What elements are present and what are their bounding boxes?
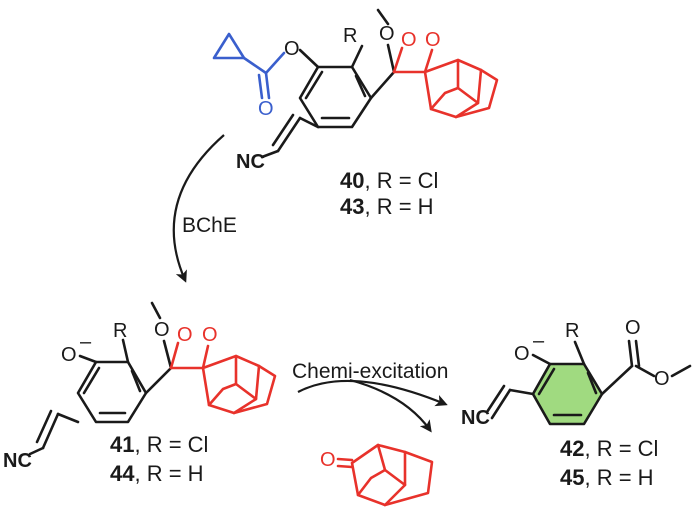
- dioxetane-adamantane-top: O O: [392, 29, 499, 119]
- nitrile-label: NC: [3, 450, 32, 472]
- phenolate-oxygen: O: [61, 344, 77, 366]
- negative-charge: –: [80, 331, 92, 353]
- chemiexcitation-arrow: [297, 379, 448, 407]
- peroxide-o1: O: [177, 324, 193, 346]
- carbonyl-oxygen: O: [625, 317, 641, 339]
- compound-42-45-structure: R O – O O NC: [461, 317, 692, 429]
- methoxy-oxygen-label: O: [154, 319, 170, 341]
- byproduct-arrow: [349, 378, 432, 433]
- bche-reaction-arrow: [172, 134, 225, 283]
- methoxy-oxygen-label: O: [379, 23, 395, 45]
- adamantanone-structure: O: [320, 443, 434, 507]
- ester-oxygen-label: O: [284, 38, 300, 60]
- peroxide-o2: O: [425, 29, 441, 51]
- chemiexcitation-label: Chemi-excitation: [292, 360, 448, 383]
- carbonyl-oxygen-label: O: [258, 98, 274, 120]
- compound-45-caption: 45, R = H: [560, 465, 654, 490]
- nitrile-label: NC: [461, 407, 490, 429]
- ester-oxygen: O: [654, 368, 670, 390]
- phenolate-oxygen: O: [514, 343, 530, 365]
- ketone-oxygen: O: [320, 449, 336, 471]
- emitter-ring-fill: [533, 364, 602, 424]
- compound-44-caption: 44, R = H: [110, 461, 204, 486]
- nitrile-label: NC: [236, 151, 265, 173]
- r-group-label: R: [113, 320, 127, 342]
- enzyme-label: BChE: [182, 214, 237, 237]
- compound-43-caption: 43, R = H: [340, 194, 434, 219]
- peroxide-o1: O: [401, 29, 417, 51]
- r-group-label: R: [565, 320, 579, 342]
- dioxetane-adamantane-left: O O: [169, 324, 277, 415]
- cyclopropyl-ring: [212, 32, 246, 60]
- compound-40-43-structure: R O O NC O O O: [212, 8, 499, 173]
- r-group-label: R: [343, 25, 357, 47]
- peroxide-o2: O: [202, 324, 218, 346]
- compound-40-caption: 40, R = Cl: [340, 168, 438, 193]
- negative-charge: –: [533, 330, 545, 352]
- compound-41-44-structure: R O – NC O O O: [3, 301, 277, 472]
- compound-42-caption: 42, R = Cl: [560, 436, 658, 461]
- compound-41-caption: 41, R = Cl: [110, 432, 208, 457]
